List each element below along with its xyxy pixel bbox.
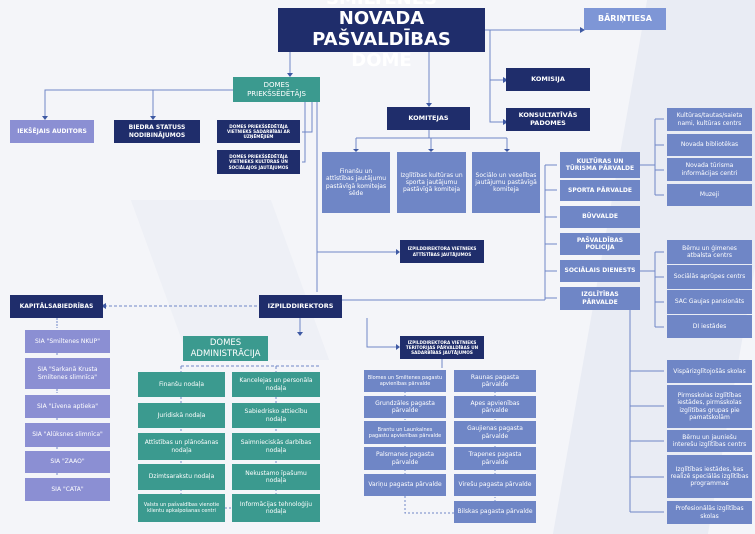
parish-box[interactable]: Blomes un Smiltenes pagastu apvienības p…	[364, 370, 446, 392]
parish-box[interactable]: Virešu pagasta pārvalde	[454, 474, 536, 496]
title-line-2: PAŠVALDĪBAS DOME	[312, 29, 451, 71]
admin-dept-box[interactable]: Finanšu nodaļa	[138, 372, 225, 397]
social-unit-box[interactable]: Sociālās aprūpes centrs	[667, 265, 752, 289]
education-unit-box[interactable]: Izglītības iestādes, kas realizē speciāl…	[667, 455, 752, 498]
deputy-culture-social-box[interactable]: DOMES PRIEKŠSĒDĒTĀJA VIETNIEKS KULTŪRAS …	[217, 150, 300, 174]
admin-dept-box[interactable]: Dzimtsarakstu nodaļa	[138, 464, 225, 490]
parish-box[interactable]: Apes apvienības pārvalde	[454, 396, 536, 418]
department-box[interactable]: SOCIĀLAIS DIENESTS	[560, 260, 640, 282]
internal-auditor-box[interactable]: IEKŠĒJAIS AUDITORS	[10, 120, 94, 143]
education-unit-box[interactable]: Bērnu un jauniešu interešu izglītības ce…	[667, 430, 752, 452]
admin-dept-box[interactable]: Nekustamo īpašumu nodaļa	[232, 464, 320, 490]
admin-dept-box[interactable]: Juridiskā nodaļa	[138, 403, 225, 428]
department-box[interactable]: IZGLĪTĪBAS PĀRVALDE	[560, 287, 640, 310]
social-unit-box[interactable]: DI iestādes	[667, 315, 752, 338]
parish-box[interactable]: Trapenes pagasta pārvalde	[454, 447, 536, 470]
deputy-director-territory-box[interactable]: IZPILDDIREKTORA VIETNIEKS TERITORIJAS PĀ…	[400, 336, 484, 359]
admin-dept-box[interactable]: Kancelejas un personāla nodaļa	[232, 372, 320, 397]
admin-dept-box[interactable]: Saimnieciskās darbības nodaļa	[232, 433, 320, 460]
company-box[interactable]: SIA "Alūksnes slimnīca"	[25, 423, 110, 447]
admin-dept-box[interactable]: Informācijas tehnoloģiju nodaļa	[232, 494, 320, 522]
culture-unit-box[interactable]: Muzeji	[667, 184, 752, 206]
title-line-1: SMILTENES NOVADA	[326, 0, 437, 30]
company-box[interactable]: SIA "Sarkanā Krusta Smiltenes slimnīca"	[25, 358, 110, 389]
admin-dept-box[interactable]: Attīstības un plānošanas nodaļa	[138, 433, 225, 460]
deputy-director-development-box[interactable]: IZPILDDIREKTORA VIETNIEKS ATTĪSTĪBAS JAU…	[400, 240, 484, 263]
admin-dept-box[interactable]: Sabiedrisko attiecību nodaļa	[232, 403, 320, 428]
committees-box[interactable]: KOMITEJAS	[387, 107, 470, 130]
executive-director-box[interactable]: IZPILDDIREKTORS	[259, 295, 342, 318]
culture-unit-box[interactable]: Kultūras/tautas/saieta nami, kultūras ce…	[667, 108, 752, 131]
company-box[interactable]: SIA "Smiltenes NKUP"	[25, 330, 110, 353]
commission-box[interactable]: KOMISIJA	[506, 68, 590, 91]
parish-box[interactable]: Raunas pagasta pārvalde	[454, 370, 536, 392]
parish-box[interactable]: Bilskas pagasta pārvalde	[454, 501, 536, 523]
admin-dept-box[interactable]: Valsts un pašvaldības vienotie klientu a…	[138, 494, 225, 522]
department-box[interactable]: KULTŪRAS UN TŪRISMA PĀRVALDE	[560, 152, 640, 178]
committee-box[interactable]: Izglītības kultūras un sporta jautājumu …	[397, 152, 466, 213]
culture-unit-box[interactable]: Novada tūrisma informācijas centri	[667, 158, 752, 181]
company-box[interactable]: SIA "ZAAO"	[25, 451, 110, 473]
capital-companies-box[interactable]: KAPITĀLSABIEDRĪBAS	[10, 295, 103, 318]
deputy-business-box[interactable]: DOMES PRIEKŠSĒDĒTĀJA VIETNIEKS SADARBĪBA…	[217, 120, 300, 143]
parish-box[interactable]: Palsmanes pagasta pārvalde	[364, 447, 446, 470]
parish-box[interactable]: Brantu un Launkalnes pagastu apvienības …	[364, 421, 446, 444]
education-unit-box[interactable]: Profesionālās izglītības skolas	[667, 501, 752, 524]
culture-unit-box[interactable]: Novada bibliotēkas	[667, 134, 752, 156]
department-box[interactable]: PAŠVALDĪBAS POLICIJA	[560, 233, 640, 255]
parish-box[interactable]: Grundzāles pagasta pārvalde	[364, 396, 446, 418]
company-box[interactable]: SIA "Līvena aptieka"	[25, 395, 110, 418]
social-unit-box[interactable]: Bērnu un ģimenes atbalsta centrs	[667, 240, 752, 264]
education-unit-box[interactable]: Pirmsskolas izglītības iestādes, pirmssk…	[667, 385, 752, 428]
orphans-court-box[interactable]: BĀRIŅTIESA	[584, 8, 666, 30]
advisory-councils-box[interactable]: KONSULTATĪVĀS PADOMES	[506, 108, 590, 131]
parish-box[interactable]: Variņu pagasta pārvalde	[364, 474, 446, 496]
foundations-membership-box[interactable]: BIEDRA STATUSS NODIBINĀJUMOS	[114, 120, 200, 143]
committee-box[interactable]: Sociālo un veselības jautājumu pastāvīgā…	[472, 152, 540, 213]
committee-box[interactable]: Finanšu un attīstības jautājumu pastāvīg…	[322, 152, 390, 213]
parish-box[interactable]: Gaujienas pagasta pārvalde	[454, 421, 536, 444]
social-unit-box[interactable]: SAC Gaujas pansionāts	[667, 290, 752, 314]
department-box[interactable]: SPORTA PĀRVALDE	[560, 180, 640, 201]
company-box[interactable]: SIA "CATA"	[25, 478, 110, 501]
education-unit-box[interactable]: Vispārizglītojošās skolas	[667, 360, 752, 383]
department-box[interactable]: BŪVVALDE	[560, 206, 640, 228]
chairman-box[interactable]: DOMES PRIEKŠSĒDĒTĀJS	[233, 77, 320, 102]
administration-box[interactable]: DOMES ADMINISTRĀCIJA	[183, 336, 268, 361]
